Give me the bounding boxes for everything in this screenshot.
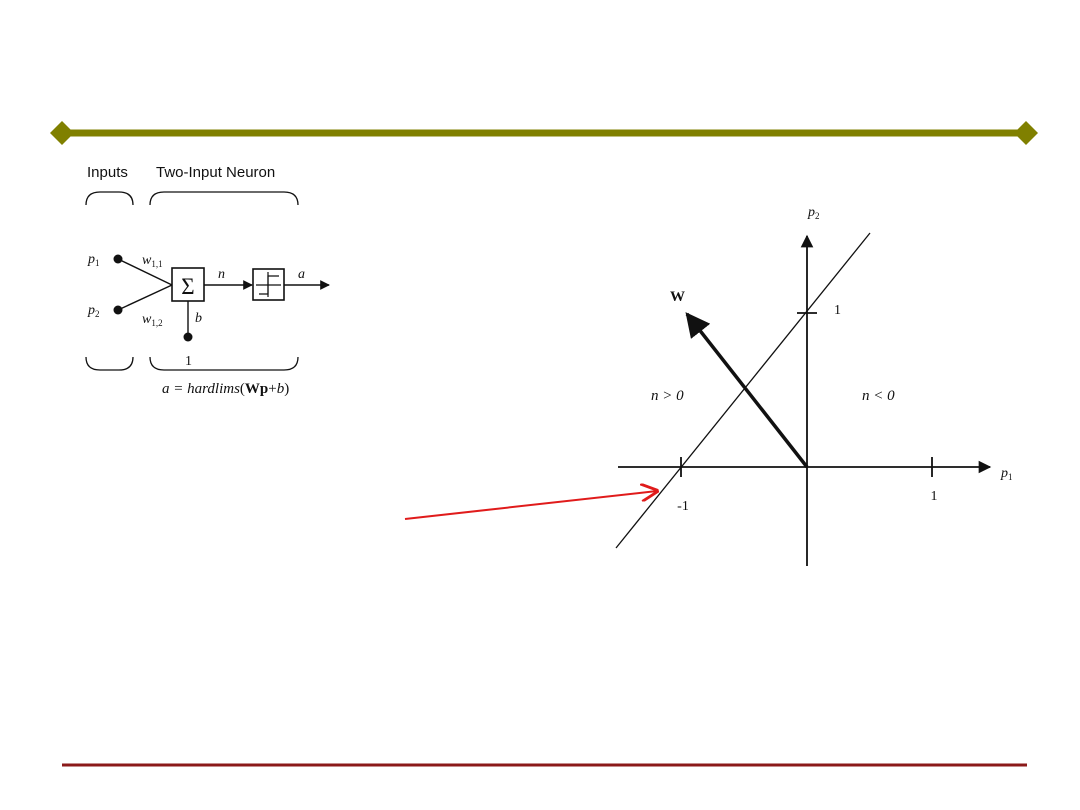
input-p2-label: p2 xyxy=(87,303,100,319)
p1-axis-label: p1 xyxy=(1000,466,1013,482)
neuron-heading: Two-Input Neuron xyxy=(156,164,275,181)
inputs-heading: Inputs xyxy=(87,164,128,181)
p2-axis-label: p2 xyxy=(807,205,820,221)
summation-icon: Σ xyxy=(181,274,194,299)
right-diamond-icon xyxy=(1014,121,1038,145)
neuron-equation: a = hardlims(Wp+b) xyxy=(162,381,289,397)
weight-vector-arrow xyxy=(685,312,809,469)
weight-1-connection xyxy=(117,258,173,286)
neuron-diagram: Inputs Two-Input Neuron p1 p2 w1,1 w1,2 … xyxy=(85,164,330,397)
bias-node xyxy=(183,332,193,342)
region-positive-label: n > 0 xyxy=(651,388,684,404)
bias-input-label: 1 xyxy=(185,354,192,369)
neuron-bottom-brace xyxy=(149,356,299,371)
boundary-plot: p1 p2 -1 1 1 W n > 0 n < 0 xyxy=(615,205,1013,566)
weight-1-label: w1,1 xyxy=(142,253,163,269)
top-rule xyxy=(50,121,1038,145)
input-p1-label: p1 xyxy=(87,252,100,268)
weight-2-connection xyxy=(117,284,173,311)
inputs-top-brace xyxy=(85,191,134,206)
weight-vector-label: W xyxy=(670,289,685,305)
tick-x-pos-label: 1 xyxy=(931,489,938,504)
weight-2-label: w1,2 xyxy=(142,312,163,328)
tick-y-pos-label: 1 xyxy=(834,303,841,318)
neuron-top-brace xyxy=(149,191,299,206)
pointer-arrow xyxy=(404,491,657,520)
left-diamond-icon xyxy=(50,121,74,145)
output-label: a xyxy=(298,267,305,282)
net-input-label: n xyxy=(218,267,225,282)
inputs-bottom-brace xyxy=(85,356,134,371)
hard-limit-icon xyxy=(256,272,281,297)
region-negative-label: n < 0 xyxy=(862,388,895,404)
tick-x-neg-label: -1 xyxy=(677,499,689,514)
bias-label: b xyxy=(195,311,202,326)
